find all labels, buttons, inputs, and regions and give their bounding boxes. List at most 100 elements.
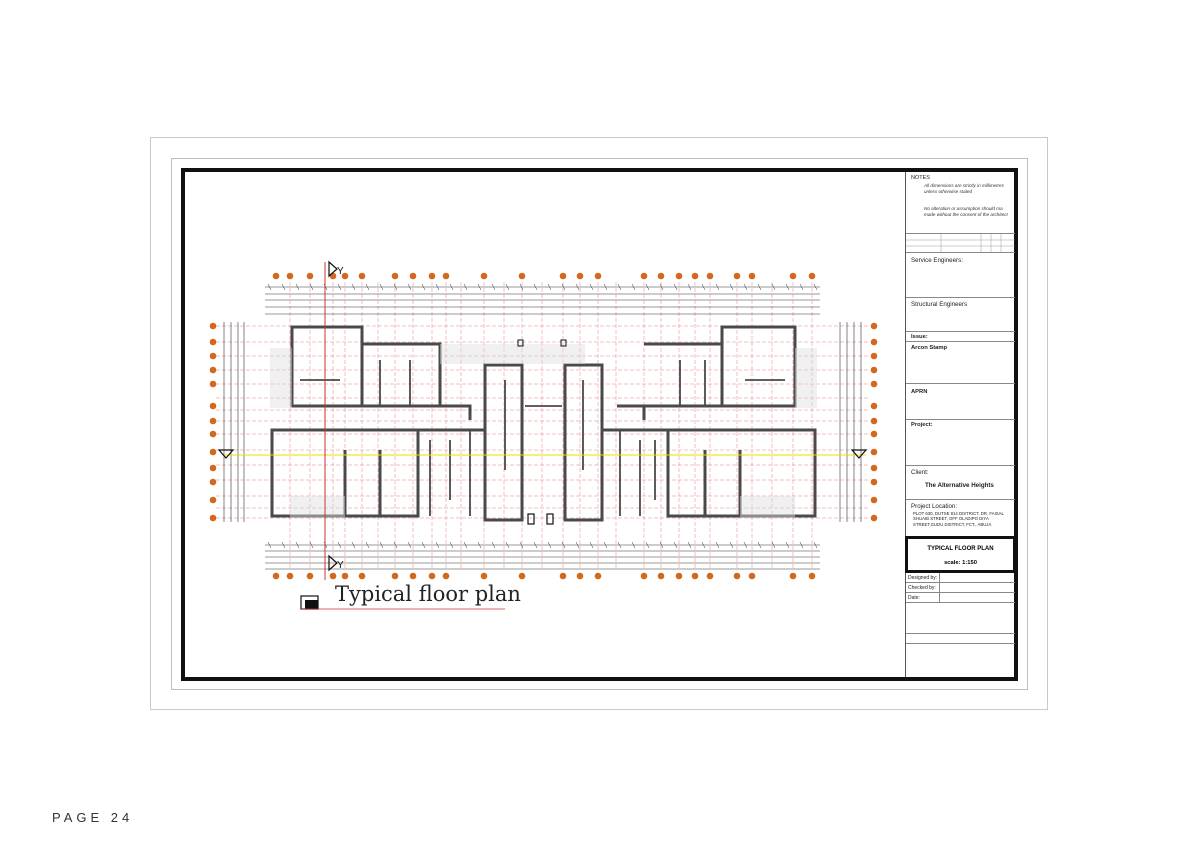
- arcon-stamp-label: Arcon Stamp: [911, 345, 948, 351]
- aprn-section: APRN: [906, 384, 1015, 420]
- grid-bubble: [733, 572, 741, 580]
- plan-caption: Typical floor plan: [335, 582, 521, 606]
- dimension-tick: [477, 283, 482, 291]
- notes-section: NOTES All dimensions are strictly in mil…: [906, 172, 1015, 234]
- wall: [563, 363, 604, 522]
- dimension-tick: [785, 283, 790, 291]
- grid-bubble: [748, 572, 756, 580]
- grid-bubble: [789, 272, 797, 280]
- dimension-tick: [743, 283, 748, 291]
- wall: [362, 342, 442, 408]
- dimension-tick: [533, 541, 538, 549]
- grid-bubble: [209, 322, 217, 330]
- structural-engineers-label: Structural Engineers: [911, 301, 968, 308]
- dimension-tick: [729, 541, 734, 549]
- grid-lines: [216, 282, 868, 570]
- designed-by-label: Designed by:: [908, 575, 938, 581]
- dimension-tick: [365, 541, 370, 549]
- dimension-lines: [223, 283, 862, 570]
- dimension-tick: [589, 541, 594, 549]
- grid-bubble: [675, 572, 683, 580]
- walls: [270, 325, 817, 525]
- grid-bubble: [209, 464, 217, 472]
- grid-bubble: [870, 430, 878, 438]
- dimension-tick: [519, 283, 524, 291]
- grid-bubble: [808, 272, 816, 280]
- wall: [290, 325, 364, 408]
- dimension-tick: [771, 541, 776, 549]
- grid-bubble: [341, 272, 349, 280]
- dimension-tick: [715, 283, 720, 291]
- grid-bubble: [272, 272, 280, 280]
- project-location: PLOT 630, DUTSE 814 DISTRICT, DR. FAISAL…: [913, 511, 1004, 527]
- grid-bubble: [209, 478, 217, 486]
- dimension-tick: [407, 283, 412, 291]
- grid-bubble: [209, 366, 217, 374]
- wall: [644, 342, 724, 408]
- grid-bubble: [559, 272, 567, 280]
- dimension-tick: [757, 541, 762, 549]
- grid-bubble: [391, 572, 399, 580]
- section-marker-left: [217, 449, 235, 459]
- section-marker-top: [328, 260, 338, 278]
- grid-bubble: [358, 572, 366, 580]
- grid-bubble: [209, 338, 217, 346]
- dimension-tick: [365, 283, 370, 291]
- balcony-area: [270, 348, 292, 408]
- grid-bubble: [480, 272, 488, 280]
- grid-bubble: [442, 572, 450, 580]
- dimension-tick: [309, 283, 314, 291]
- dimension-tick: [519, 541, 524, 549]
- grid-bubble: [286, 572, 294, 580]
- column-marker: [560, 339, 567, 347]
- dimension-tick: [799, 541, 804, 549]
- grid-bubble: [209, 430, 217, 438]
- grid-bubble: [272, 572, 280, 580]
- project-location-label: Project Location:: [911, 503, 958, 510]
- grid-bubble: [870, 352, 878, 360]
- dimension-tick: [505, 283, 510, 291]
- grid-bubble: [870, 478, 878, 486]
- grid-bubble: [409, 272, 417, 280]
- dimension-tick: [617, 541, 622, 549]
- dimension-tick: [645, 283, 650, 291]
- dimension-tick: [673, 283, 678, 291]
- revision-strip: [906, 234, 1015, 253]
- dimension-tick: [393, 283, 398, 291]
- wall: [440, 404, 472, 420]
- grid-bubble: [706, 572, 714, 580]
- grid-bubble: [706, 272, 714, 280]
- grid-bubble: [870, 366, 878, 374]
- grid-bubble: [209, 402, 217, 410]
- grid-bubble: [594, 272, 602, 280]
- dimension-tick: [281, 541, 286, 549]
- dimension-tick: [267, 541, 272, 549]
- project-location-section: Project Location: PLOT 630, DUTSE 814 DI…: [906, 500, 1015, 536]
- date-row: Date:: [906, 593, 1015, 603]
- dimension-tick: [813, 283, 818, 291]
- wall: [666, 428, 817, 518]
- dimension-tick: [463, 283, 468, 291]
- grid-bubble: [306, 572, 314, 580]
- aprn-label: APRN: [911, 389, 928, 395]
- checked-by-label: Checked by:: [908, 585, 936, 591]
- grid-bubble: [576, 572, 584, 580]
- dimension-tick: [575, 283, 580, 291]
- checked-by-row: Checked by:: [906, 583, 1015, 593]
- client-section: Client: The Alternative Heights: [906, 466, 1015, 500]
- page-number: PAGE 24: [52, 810, 134, 825]
- dimension-tick: [533, 283, 538, 291]
- blank-row-2: [906, 634, 1015, 644]
- drawing-border: [181, 168, 1018, 681]
- dimension-tick: [645, 541, 650, 549]
- grid-bubble: [358, 272, 366, 280]
- wall: [720, 325, 797, 408]
- grid-bubble: [329, 572, 337, 580]
- arcon-stamp-section: Arcon Stamp: [906, 342, 1015, 384]
- dimension-tick: [407, 541, 412, 549]
- wall: [270, 428, 420, 518]
- dimension-tick: [547, 541, 552, 549]
- balcony-area: [740, 496, 795, 518]
- dimension-tick: [631, 283, 636, 291]
- axis-lines: [222, 262, 866, 580]
